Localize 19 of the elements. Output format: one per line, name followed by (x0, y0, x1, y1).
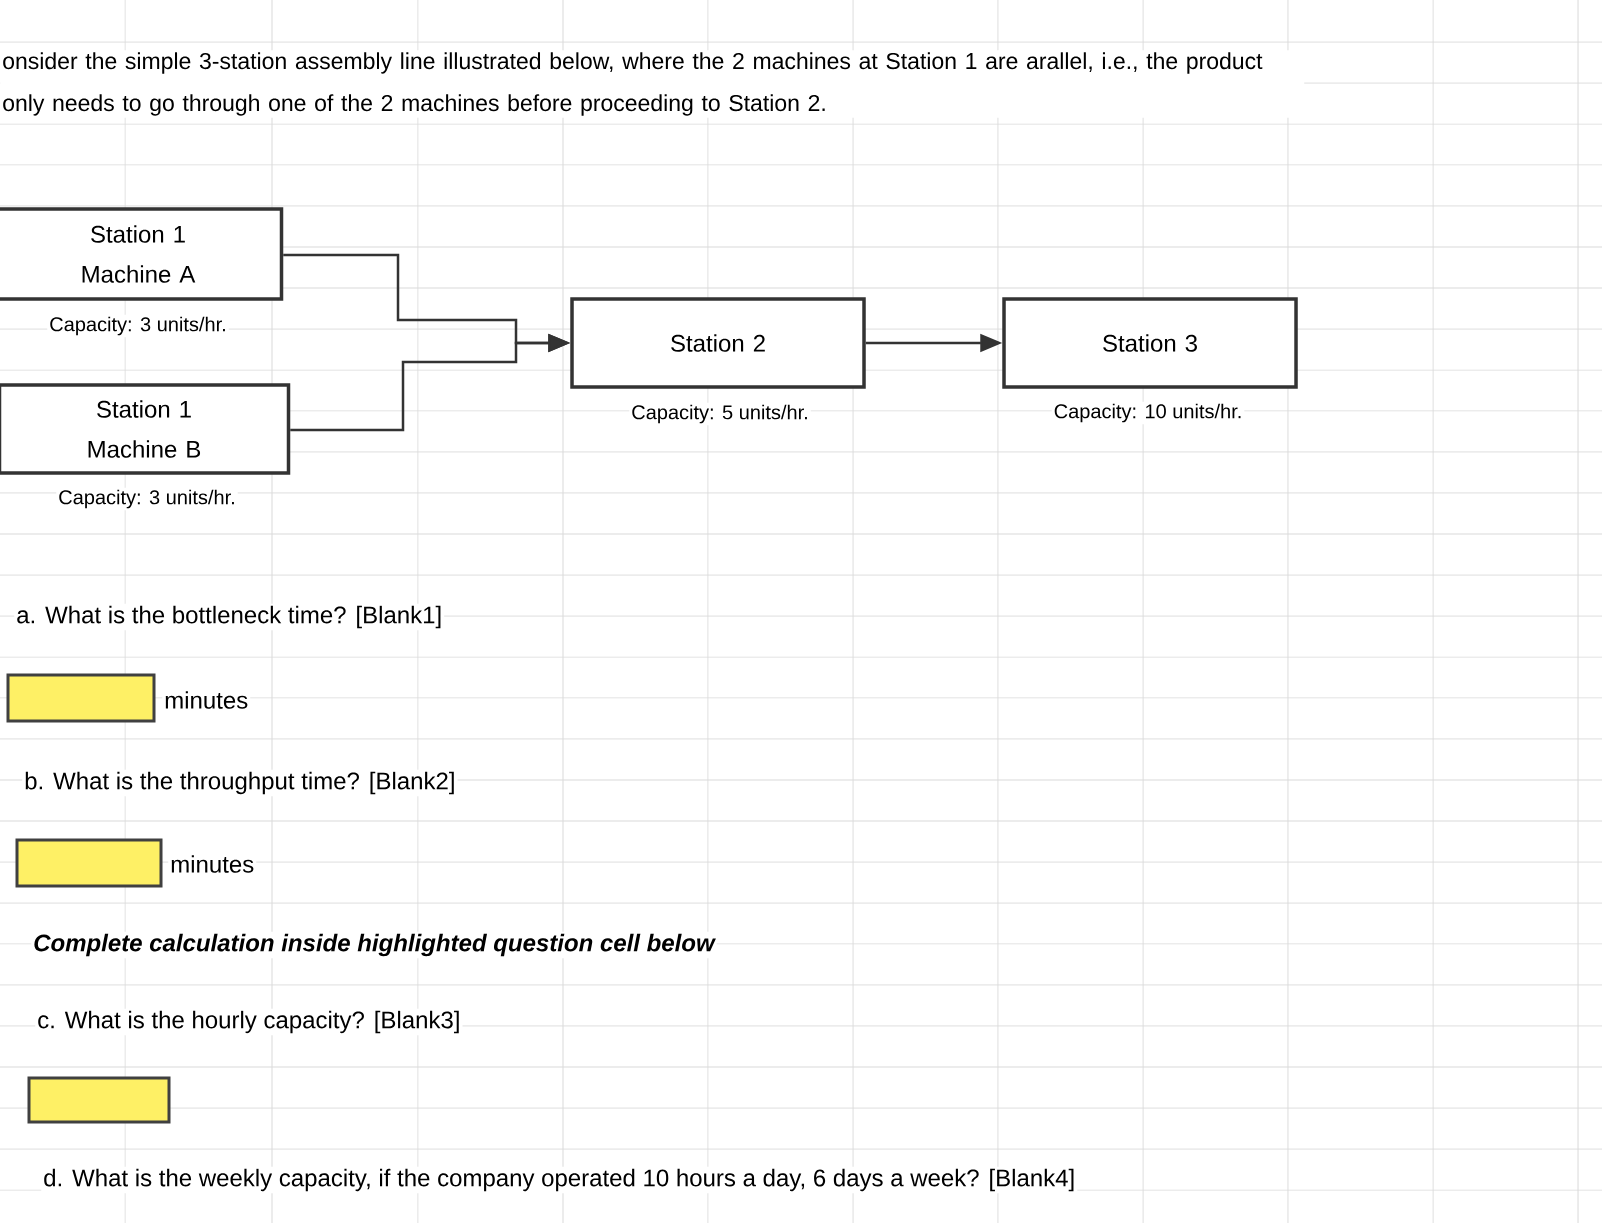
station-box: Station 2 (570, 297, 866, 389)
answer-box (27, 1076, 171, 1124)
instruction-text: Complete calculation inside highlighted question cell below (31, 931, 717, 959)
unit-label: minutes (168, 853, 257, 875)
station-box: Station 1 Machine B (0, 383, 291, 475)
question-text: a. What is the bottleneck time? [Blank1] (14, 603, 445, 631)
intro-text: onsider the simple 3-station assembly line illustrated below, where the 2 machines at Station 1 are arallel, i.e., the product only needs to go through one of the 2 machines before proceeding to Station 2. (0, 50, 1305, 118)
unit-label: minutes (162, 689, 251, 711)
answer-box (6, 673, 156, 723)
question-text: b. What is the throughput time? [Blank2] (22, 769, 458, 797)
capacity-label: Capacity: 3 units/hr. (47, 314, 229, 338)
capacity-label: Capacity: 3 units/hr. (56, 487, 238, 511)
question-text: c. What is the hourly capacity? [Blank3] (35, 1008, 463, 1036)
capacity-label: Capacity: 10 units/hr. (1051, 401, 1245, 425)
question-text: d. What is the weekly capacity, if the company operated 10 hours a day, 6 days a week? [Blank4] (41, 1166, 1078, 1194)
answer-box (15, 838, 163, 888)
station-box: Station 3 (1002, 297, 1298, 389)
station-box: Station 1 Machine A (0, 207, 284, 301)
capacity-label: Capacity: 5 units/hr. (629, 402, 811, 426)
